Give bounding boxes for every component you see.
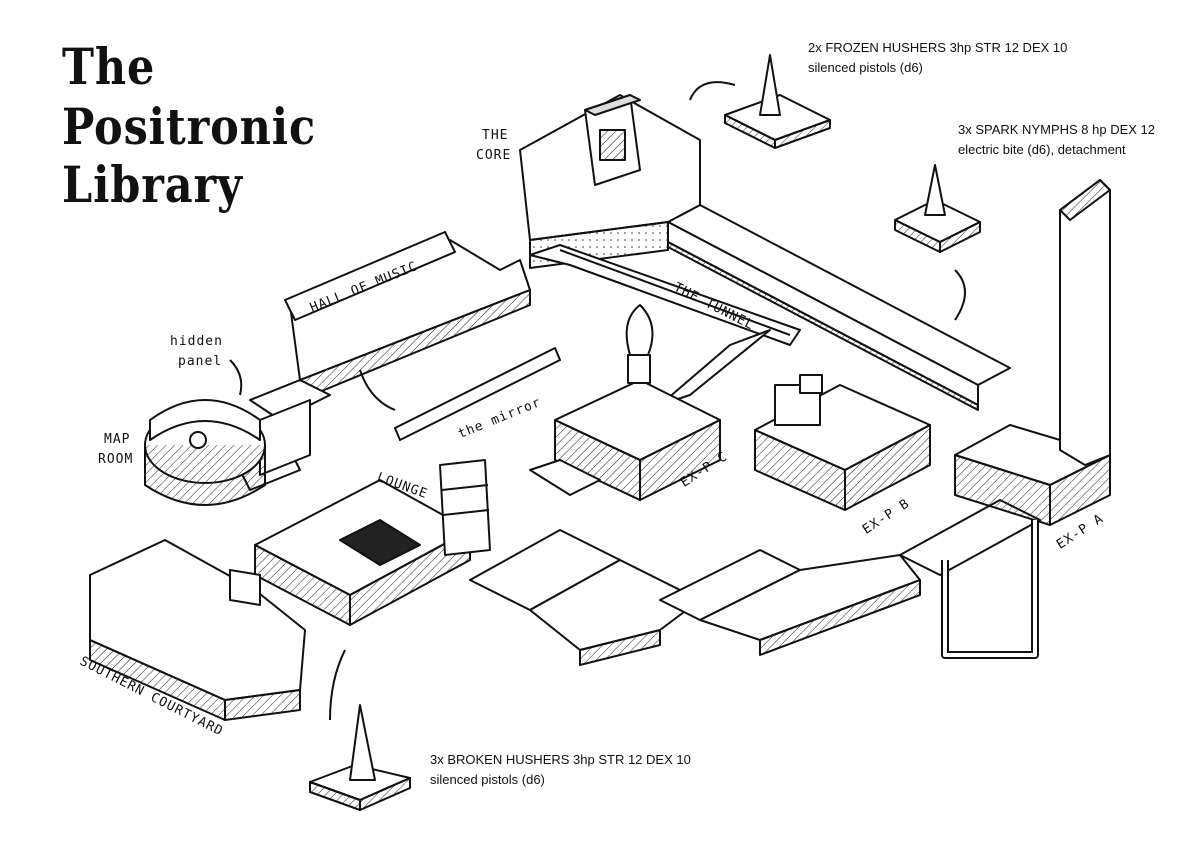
map-title-line-3: Library [62, 155, 243, 214]
map-room [144, 399, 266, 506]
the-tunnel-pipe [529, 244, 801, 406]
broken-hushers-line1: 3x BROKEN HUSHERS 3hp STR 12 DEX 10 [430, 752, 691, 767]
ex-p-b-room [754, 374, 931, 511]
ex-p-a-room [941, 179, 1111, 659]
the-mirror [394, 347, 561, 441]
frozen-hushers-line1: 2x FROZEN HUSHERS 3hp STR 12 DEX 10 [808, 40, 1068, 55]
lounge-room [254, 459, 491, 626]
spark-nymphs-line2: electric bite (d6), detachment [958, 142, 1126, 158]
southern-courtyard [89, 539, 306, 721]
label-the-core-1: THE [482, 128, 509, 143]
label-map-room-2: ROOM [98, 452, 134, 467]
label-map-room-1: MAP [104, 432, 131, 447]
spark-nymphs-token [894, 164, 981, 253]
frozen-hushers-token [724, 54, 831, 149]
broken-hushers-token [309, 704, 411, 811]
label-the-core-2: CORE [476, 148, 512, 163]
spark-nymphs-stats: 3x SPARK NYMPHS 8 hp DEX 12 electric bit… [958, 120, 1155, 160]
label-hidden-panel-1: hidden [170, 334, 223, 349]
lower-corridor [469, 499, 1041, 666]
ex-p-c-room [529, 304, 721, 501]
hall-of-music [284, 231, 531, 401]
broken-hushers-line2: silenced pistols (d6) [430, 772, 545, 788]
annotation-arrows [229, 81, 966, 721]
frozen-hushers-stats: 2x FROZEN HUSHERS 3hp STR 12 DEX 10 sile… [808, 38, 1067, 78]
frozen-hushers-line2: silenced pistols (d6) [808, 60, 923, 76]
label-hidden-panel-2: panel [178, 354, 223, 369]
broken-hushers-stats: 3x BROKEN HUSHERS 3hp STR 12 DEX 10 sile… [430, 750, 691, 790]
map-title-line-1: The [62, 37, 156, 96]
core-room [519, 94, 701, 269]
map-title-line-2: Positronic [62, 97, 316, 156]
upper-corridor [667, 204, 1011, 411]
spark-nymphs-line1: 3x SPARK NYMPHS 8 hp DEX 12 [958, 122, 1156, 137]
